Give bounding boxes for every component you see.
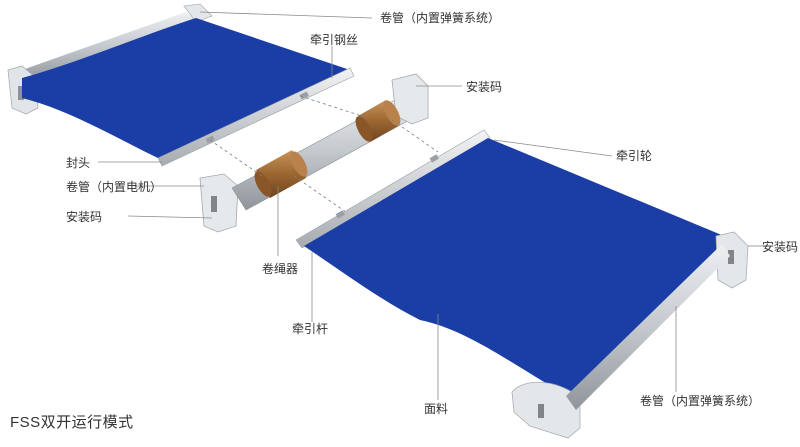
upper-left-awning [7,3,355,167]
label-mount-code-right: 安装码 [762,240,799,254]
lower-right-roll-tube [566,244,730,410]
leader-lines [98,11,764,400]
upper-left-end-cap-slot [18,86,24,100]
label-fabric: 面料 [424,402,449,416]
rope-winder-right [355,100,401,142]
upper-left-fabric [22,18,350,160]
label-tube-bottom: 卷管（内置弹簧系统） [640,394,761,408]
upper-left-mount-bracket-top [183,3,213,23]
rope-winder-left [254,150,308,198]
label-mount-code-top: 安装码 [466,80,503,94]
upper-left-rail-clip [205,135,215,144]
motor-left-mount-bracket [199,173,239,233]
label-end-cap: 封头 [66,156,91,170]
motor-tube-assembly [199,73,429,233]
label-tube-top: 卷管（内置弹簧系统） [380,11,501,25]
label-tube-motor: 卷管（内置电机） [66,180,163,194]
label-steel-wire: 牵引钢丝 [310,33,359,47]
upper-left-rail-clip [299,91,309,100]
diagram-caption: FSS双开运行模式 [10,414,134,431]
label-traction-rod: 牵引杆 [292,322,329,336]
lower-right-tube-end-cap [511,381,581,439]
label-rope-winder: 卷绳器 [262,262,299,276]
lower-right-awning [295,129,749,439]
lower-right-traction-rod [295,129,491,249]
label-mount-code-left: 安装码 [66,210,103,224]
traction-wires [209,95,439,213]
lower-right-rail-clip [335,210,345,219]
lower-right-end-cap-slot [538,404,544,418]
lower-right-mount-slot [728,250,734,264]
lower-right-rail-clip [429,154,439,163]
label-traction-wheel: 牵引轮 [616,149,653,163]
lower-right-fabric [304,138,724,398]
motor-left-mount-slot [211,196,217,212]
